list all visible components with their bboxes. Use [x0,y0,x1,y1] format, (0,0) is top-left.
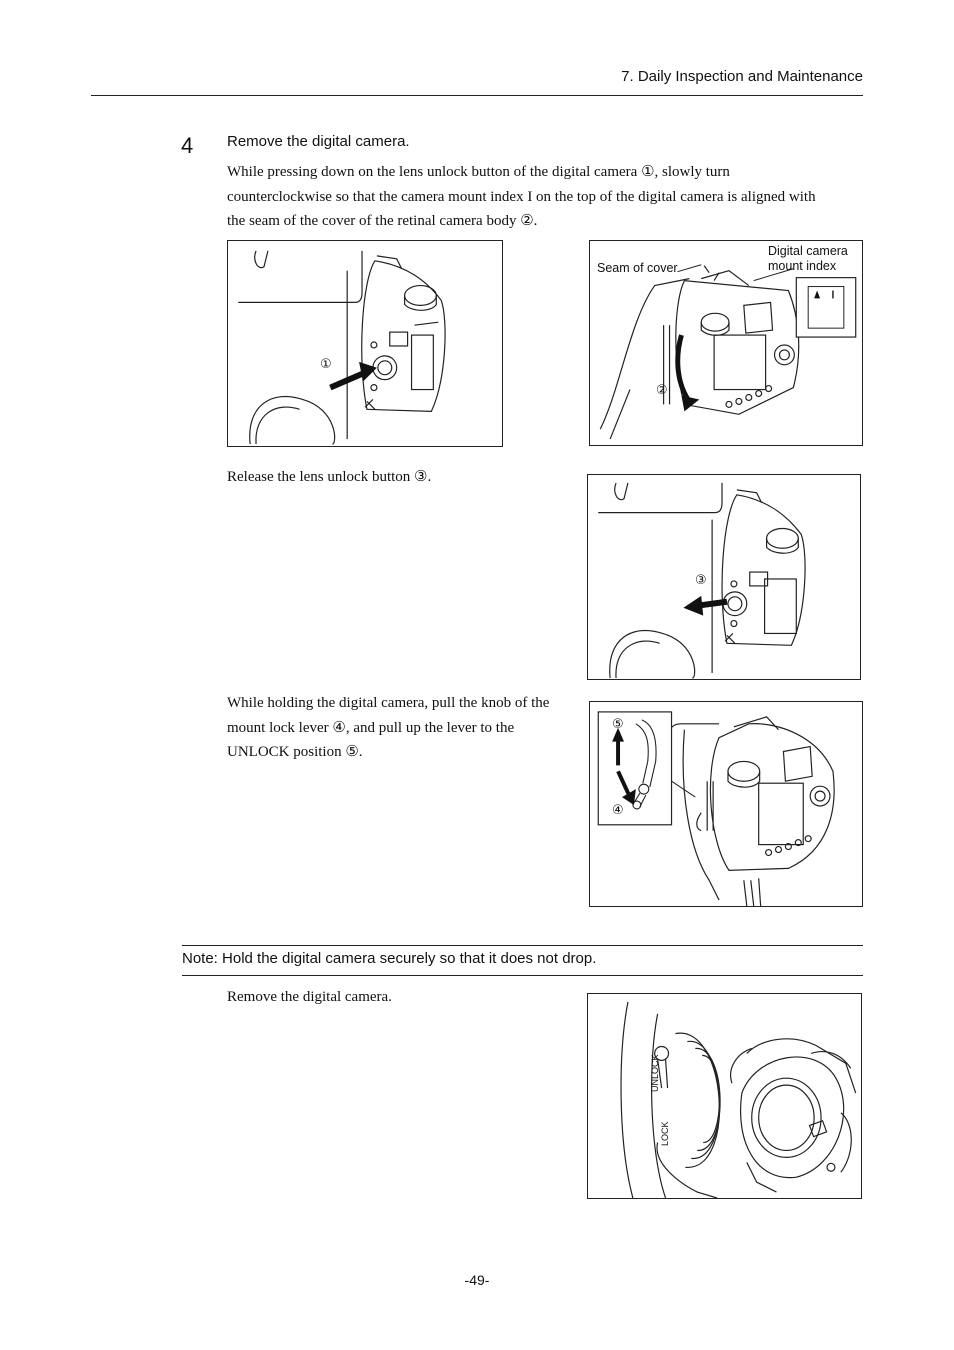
final-instruction: Remove the digital camera. [227,989,392,1005]
camera-illustration [597,711,835,906]
camera-illustration [238,250,446,445]
figure-pull-lever: ⑤ ④ [589,701,863,907]
callout-3: ③ [695,573,707,588]
header-rule [91,95,863,96]
page-number: -49- [464,1272,490,1288]
unlock-marking: UNLOCK [650,1054,660,1092]
instruction-line: counterclockwise so that the camera moun… [227,188,816,205]
figure-release-button: ③ [587,474,861,680]
mount-index-label: Digital camera mount index [768,244,848,274]
figure-press-unlock-button: ① [227,240,503,447]
step-instructions: While pressing down on the lens unlock b… [227,160,867,234]
step-title: Remove the digital camera. [227,133,410,150]
note-bottom-rule [182,975,863,976]
instruction-line: the seam of the cover of the retinal cam… [227,213,538,229]
step-number: 4 [181,133,194,158]
camera-illustration [599,264,857,440]
instruction-line: mount lock lever ④, and pull up the leve… [227,719,515,736]
instruction-line: UNLOCK position ⑤. [227,744,363,760]
mount-index-label-line: mount index [768,259,837,273]
running-header: 7. Daily Inspection and Maintenance [621,68,863,85]
lever-instruction: While holding the digital camera, pull t… [227,691,577,765]
safety-note: Note: Hold the digital camera securely s… [182,950,597,967]
callout-4: ④ [612,803,624,818]
camera-illustration [598,482,806,679]
figure-turn-camera: Seam of cover Digital camera mount index… [589,240,863,446]
seam-of-cover-label: Seam of cover [597,261,678,275]
mount-index-label-line: Digital camera [768,244,848,258]
callout-5: ⑤ [612,717,624,732]
note-top-rule [182,945,863,946]
figure-remove-camera: UNLOCK LOCK [587,993,862,1199]
instruction-line: While pressing down on the lens unlock b… [227,164,730,180]
callout-1: ① [320,357,332,372]
lock-marking: LOCK [660,1121,670,1146]
release-instruction: Release the lens unlock button ③. [227,469,432,485]
camera-illustration [620,1001,857,1198]
instruction-line: While holding the digital camera, pull t… [227,695,550,711]
callout-2: ② [656,383,668,398]
